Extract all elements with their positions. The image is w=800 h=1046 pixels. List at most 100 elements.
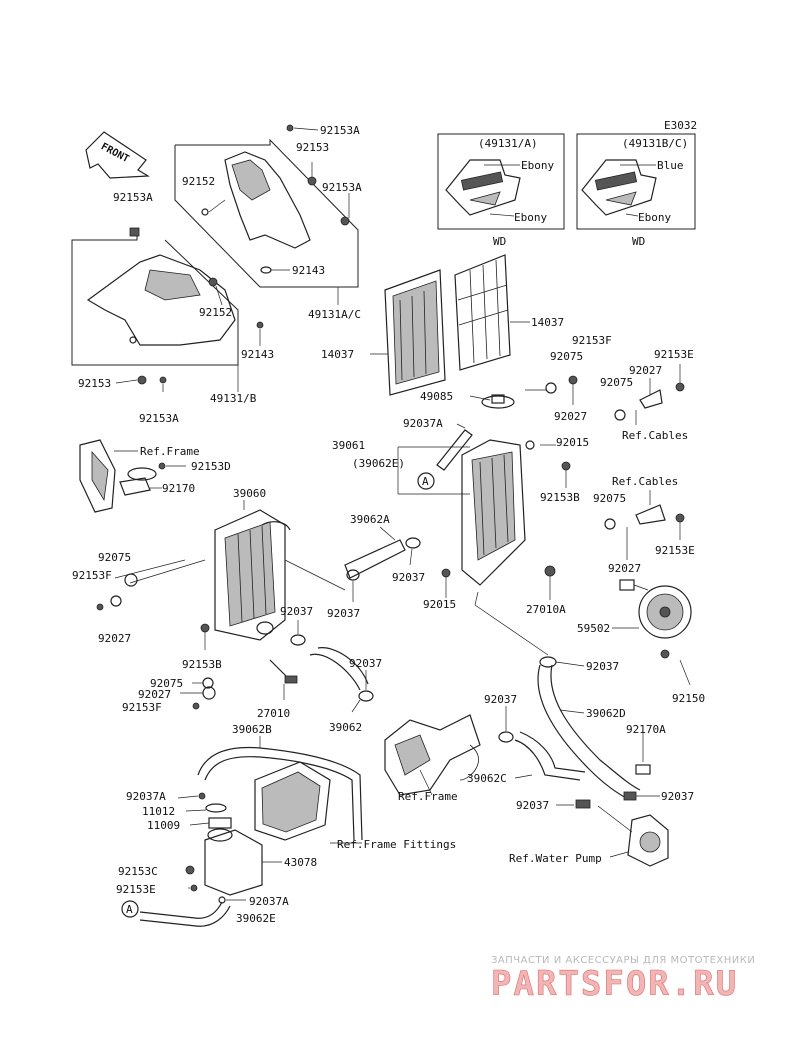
callout: 39062E (236, 912, 276, 925)
inset-bottom-label: Ebony (514, 211, 547, 224)
callout: 92027 (629, 364, 662, 377)
callout: Ref.Cables (622, 429, 688, 442)
shroud-right-group (174, 124, 359, 305)
callout: 49085 (420, 390, 453, 403)
radiator-guards (370, 254, 530, 396)
inset-caption: WD (493, 235, 506, 248)
callout: (39062E) (352, 457, 405, 470)
callout: 92037 (392, 571, 425, 584)
inset-caption: WD (632, 235, 645, 248)
callout: 92153A (322, 181, 362, 194)
callout: 92153E (116, 883, 156, 896)
callout: Ref.Cables (612, 475, 678, 488)
callout: 27010A (526, 603, 566, 616)
frame-fittings (384, 714, 481, 796)
callout: 92015 (556, 436, 589, 449)
callout: 92075 (98, 551, 131, 564)
watermark-tagline: ЗАПЧАСТИ И АКСЕССУАРЫ ДЛЯ МОТОТЕХНИКИ (491, 955, 755, 966)
callout: 92153C (118, 865, 158, 878)
hose-39062C (498, 706, 591, 809)
callout: 92152 (199, 306, 232, 319)
callout: 11012 (142, 805, 175, 818)
washers-left (96, 573, 216, 710)
callout: 92153F (572, 334, 612, 347)
callout: 92075 (550, 350, 583, 363)
connector-lines (284, 559, 549, 656)
callout: 39062B (232, 723, 272, 736)
callout: 27010 (257, 707, 290, 720)
callout: 92027 (138, 688, 171, 701)
left-radiator (114, 500, 298, 700)
callout: Ref.Water Pump (509, 852, 602, 865)
callout: 14037 (321, 348, 354, 361)
callout: 92037 (327, 607, 360, 620)
callout: 92153A (139, 412, 179, 425)
callout: 49131/B (210, 392, 257, 405)
watermark-logo: PARTSFOR.RU (491, 964, 738, 1004)
callout: 92143 (241, 348, 274, 361)
marker-letter: A (126, 903, 133, 916)
inset-part-label: (49131B/C) (622, 137, 688, 150)
callout: 92027 (98, 632, 131, 645)
callout: 92153 (78, 377, 111, 390)
inset-part-label: (49131/A) (478, 137, 538, 150)
hoses-middle (290, 526, 421, 713)
water-pump (597, 805, 669, 867)
callout: 92037A (403, 417, 443, 430)
connector-marker-a: A (417, 472, 435, 490)
callout: 39062 (329, 721, 362, 734)
callout: 92153F (72, 569, 112, 582)
callout: 92075 (150, 677, 183, 690)
callout: 92075 (593, 492, 626, 505)
callout: 92027 (554, 410, 587, 423)
shroud-left-group (71, 227, 264, 392)
reservoir-tank (177, 761, 362, 904)
callout: 92015 (423, 598, 456, 611)
callout: 92153A (320, 124, 360, 137)
callout: 92170 (162, 482, 195, 495)
callout: 92037A (126, 790, 166, 803)
hose-39062D (537, 656, 660, 801)
callout: 92150 (672, 692, 705, 705)
callout: Ref.Frame (398, 790, 458, 803)
inset-49131A: (49131/A) Ebony Ebony WD (437, 133, 565, 248)
diagram-code: E3032 (664, 119, 697, 132)
ref-frame-bracket (79, 439, 186, 513)
callout: 92153E (655, 544, 695, 557)
inset-top-label: Ebony (521, 159, 554, 172)
callout: 39060 (233, 487, 266, 500)
callout: 39062D (586, 707, 626, 720)
hose-39062E: A (121, 900, 231, 927)
callout: 92153B (540, 491, 580, 504)
marker-letter: A (422, 475, 429, 488)
right-radiator (397, 375, 578, 600)
callout: 14037 (531, 316, 564, 329)
inset-top-label: Blue (657, 159, 684, 172)
callout: 92153B (182, 658, 222, 671)
callout: 49131A/C (308, 308, 361, 321)
inset-bottom-label: Ebony (638, 211, 671, 224)
callout: Ref.Frame (140, 445, 200, 458)
callout: 92037 (484, 693, 517, 706)
callout: 39062C (467, 772, 507, 785)
callout: 92153F (122, 701, 162, 714)
hose-39062B (197, 736, 363, 841)
callout: 92170A (626, 723, 666, 736)
callout: 92037 (280, 605, 313, 618)
callout: 92037A (249, 895, 289, 908)
callout: 92152 (182, 175, 215, 188)
callout: 92153A (113, 191, 153, 204)
callout: 92075 (600, 376, 633, 389)
callout: 92027 (608, 562, 641, 575)
callout: 92153E (654, 348, 694, 361)
watermark: ЗАПЧАСТИ И АКСЕССУАРЫ ДЛЯ МОТОТЕХНИКИ PA… (491, 955, 755, 1004)
callout: 92153D (191, 460, 231, 473)
callout: 39061 (332, 439, 365, 452)
callout: 92037 (586, 660, 619, 673)
callout: 92143 (292, 264, 325, 277)
inset-49131BC: (49131B/C) Blue Ebony WD (576, 133, 696, 248)
cooling-fan (612, 579, 692, 686)
callout: 43078 (284, 856, 317, 869)
callout: 92037 (349, 657, 382, 670)
